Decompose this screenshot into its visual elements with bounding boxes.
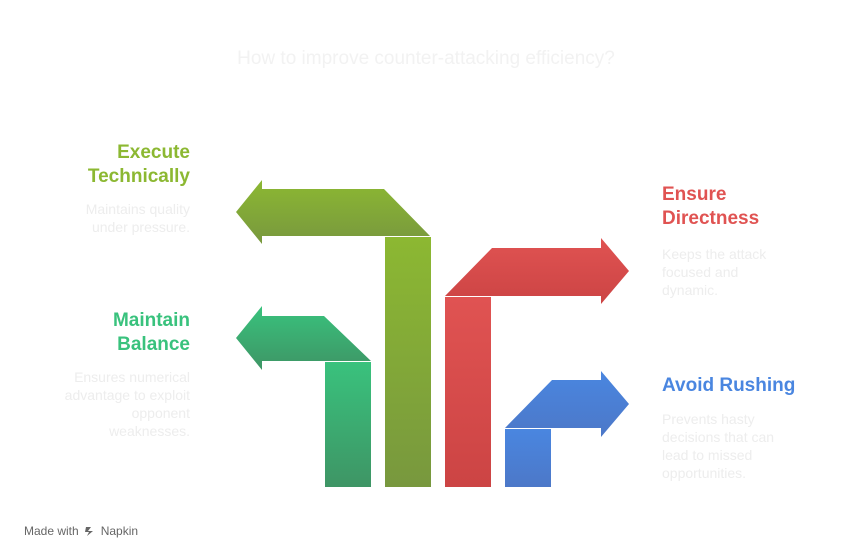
avoid-rushing-label: Avoid Rushing [662,375,796,396]
execute-technically-arrow-stem [385,237,431,487]
ensure-directness-arrow-head [445,238,629,304]
execute-technically-description: Maintains quality under pressure. [85,201,190,235]
avoid-rushing-arrow-stem [505,429,551,487]
execute-technically-arrow-head [236,180,430,244]
maintain-balance-description: Ensures numerical advantage to exploit o… [64,369,190,439]
ensure-directness-description: Keeps the attack focused and dynamic. [662,246,767,298]
maintain-balance-label: Maintain Balance [112,310,190,355]
avoid-rushing-arrow-head [505,371,629,437]
made-with-text: Made with [24,524,79,538]
footer-attribution[interactable]: Made with Napkin [24,524,138,538]
maintain-balance-arrow-head [236,306,371,370]
napkin-brand: Napkin [100,524,139,538]
execute-technically-label: Execute Technically [87,142,190,187]
ensure-directness-arrow-stem [445,297,491,487]
maintain-balance-arrow-stem [325,362,371,487]
napkin-logo-icon [84,527,93,536]
avoid-rushing-description: Prevents hasty decisions that can lead t… [662,411,775,481]
ensure-directness-label: Ensure Directness [662,184,760,229]
page-title: How to improve counter-attacking efficie… [237,48,615,69]
